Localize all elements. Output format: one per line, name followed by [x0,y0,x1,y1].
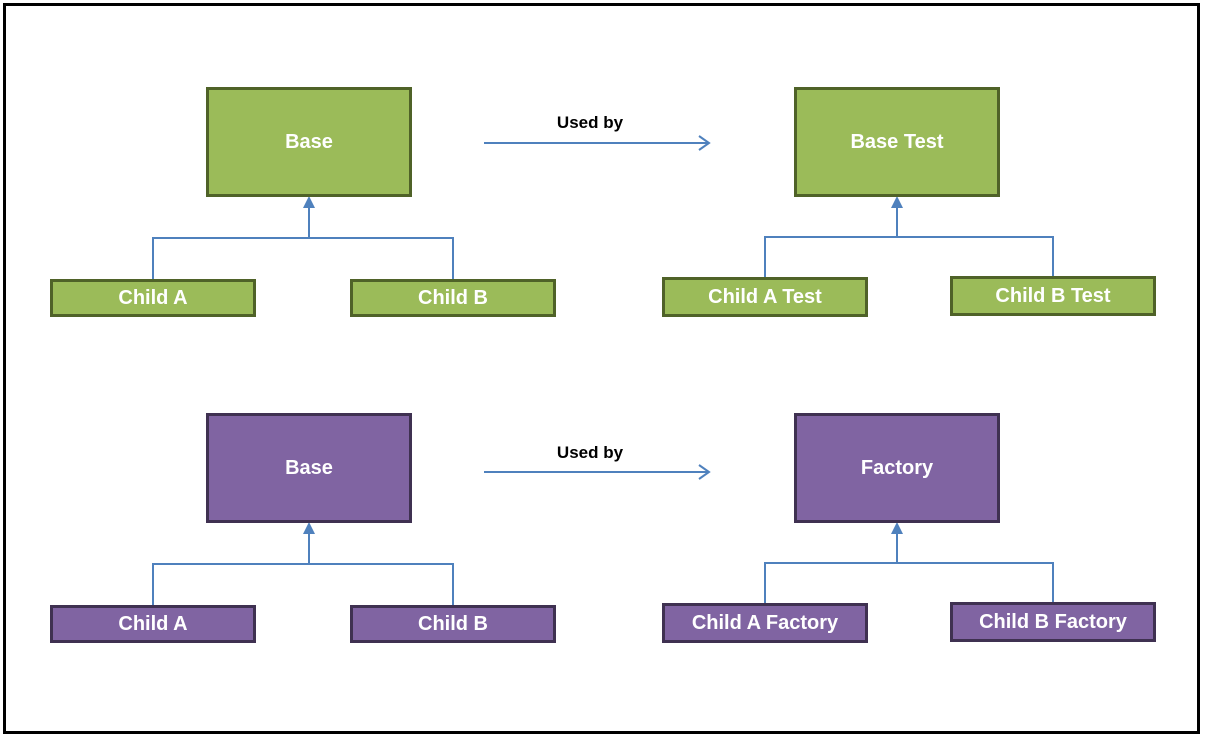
bottom-left-parent-label: Base [285,456,333,479]
bottom-right-child-a-label: Child A Factory [691,611,839,634]
top-left-child-a-label: Child A [118,286,188,309]
bottom-right-child-a-box: Child A Factory [662,603,868,643]
top-right-inheritance-arrowhead [891,196,903,208]
bottom-right-inheritance-arrowhead [891,522,903,534]
bottom-left-child-a-label: Child A [118,612,188,635]
bottom-left-inheritance-arrowhead [303,522,315,534]
top-left-parent-box: Base [206,87,412,197]
top-left-inheritance-arrowhead [303,196,315,208]
bottom-right-inheritance-connector [764,532,1054,603]
top-used-by-arrow [484,135,711,151]
top-right-child-b-box: Child B Test [950,276,1156,316]
top-right-parent-label: Base Test [850,130,944,153]
bottom-right-parent-box: Factory [794,413,1000,523]
top-left-child-a-box: Child A [50,279,256,317]
bottom-left-child-a-box: Child A [50,605,256,643]
bottom-used-by-label: Used by [556,443,624,462]
top-right-child-a-box: Child A Test [662,277,868,317]
bottom-left-inheritance-connector [152,532,454,605]
bottom-right-child-b-label: Child B Factory [979,610,1127,633]
bottom-right-child-b-box: Child B Factory [950,602,1156,642]
bottom-left-child-b-box: Child B [350,605,556,643]
top-left-child-b-label: Child B [418,286,488,309]
top-left-parent-label: Base [285,130,333,153]
top-right-inheritance-connector [764,206,1054,277]
bottom-left-parent-box: Base [206,413,412,523]
top-right-child-a-label: Child A Test [708,285,822,308]
top-left-child-b-box: Child B [350,279,556,317]
bottom-left-child-b-label: Child B [418,612,488,635]
top-right-parent-box: Base Test [794,87,1000,197]
bottom-right-parent-label: Factory [860,456,934,479]
top-right-child-b-label: Child B Test [995,284,1111,307]
top-left-inheritance-connector [152,206,454,279]
top-used-by-label: Used by [556,113,624,132]
bottom-used-by-arrow [484,464,711,480]
